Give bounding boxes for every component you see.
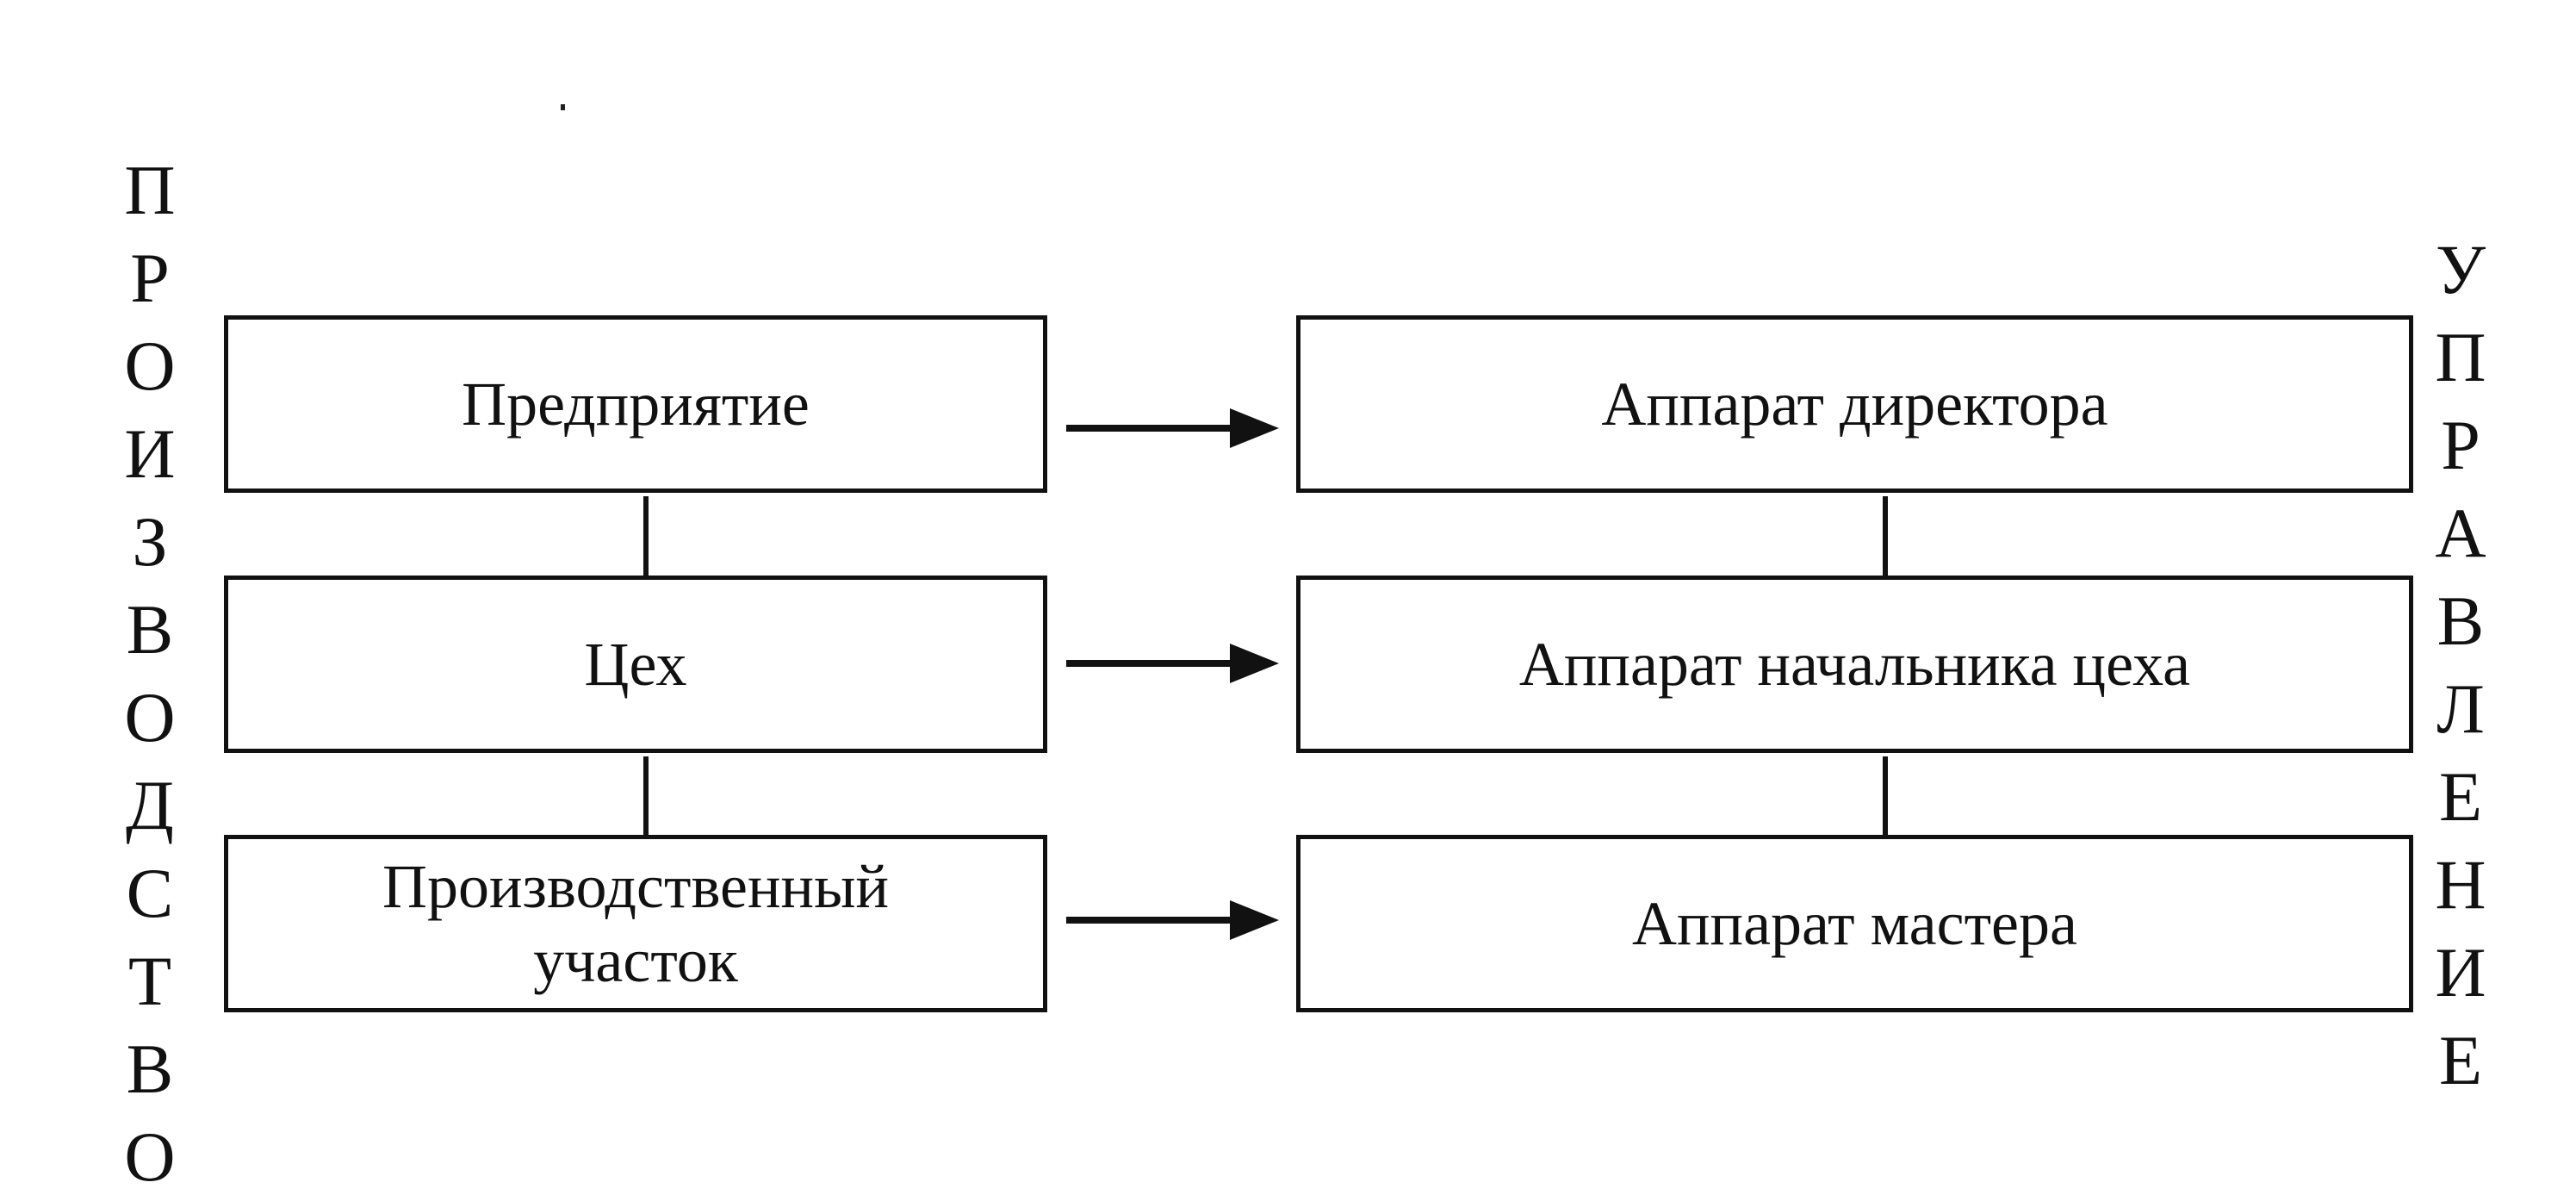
box-enterprise-label: Предприятие xyxy=(462,370,810,439)
production-letter: П xyxy=(124,151,176,229)
management-letter: В xyxy=(2436,582,2485,660)
box-director-office: Аппарат директора xyxy=(1296,315,2413,493)
production-letter: З xyxy=(132,502,168,581)
production-letter: Р xyxy=(130,239,170,317)
production-letter: Д xyxy=(126,766,174,844)
management-letter: А xyxy=(2435,494,2486,572)
arrow-row-1 xyxy=(1066,408,1279,448)
arrow-row-3 xyxy=(1066,900,1279,940)
management-letter: П xyxy=(2435,318,2486,396)
production-letter: С xyxy=(126,854,174,932)
production-letter: В xyxy=(126,1030,174,1108)
box-workshop-head-office-label: Аппарат начальника цеха xyxy=(1518,630,2191,699)
management-letter: Л xyxy=(2436,669,2485,748)
box-foreman-office: Аппарат мастера xyxy=(1296,835,2413,1012)
management-letter: Р xyxy=(2441,406,2480,484)
production-vertical-label: П Р О И З В О Д С Т В О xyxy=(111,146,189,1201)
production-letter: Т xyxy=(127,942,172,1020)
box-enterprise: Предприятие xyxy=(224,315,1047,493)
box-workshop: Цех xyxy=(224,576,1047,753)
management-letter: У xyxy=(2435,230,2486,308)
management-letter: Е xyxy=(2438,757,2483,836)
box-workshop-head-office: Аппарат начальника цеха xyxy=(1296,576,2413,753)
management-letter: Е xyxy=(2438,1021,2483,1099)
org-structure-diagram: П Р О И З В О Д С Т В О У П Р А В Л Е Н … xyxy=(124,104,2499,1196)
production-letter: В xyxy=(126,590,174,669)
management-vertical-label: У П Р А В Л Е Н И Е xyxy=(2422,226,2499,1105)
box-director-office-label: Аппарат директора xyxy=(1601,370,2108,439)
scan-speck xyxy=(561,104,565,110)
box-workshop-label: Цех xyxy=(584,630,687,699)
production-letter: О xyxy=(124,678,176,756)
box-production-site-label: Производственный участок xyxy=(382,852,889,995)
box-production-site: Производственный участок xyxy=(224,835,1047,1012)
arrow-row-2 xyxy=(1066,644,1279,683)
production-letter: И xyxy=(124,414,176,493)
management-letter: И xyxy=(2435,933,2486,1011)
management-letter: Н xyxy=(2435,845,2486,924)
box-foreman-office-label: Аппарат мастера xyxy=(1632,889,2077,958)
production-letter: О xyxy=(124,1117,176,1196)
production-letter: О xyxy=(124,327,176,405)
